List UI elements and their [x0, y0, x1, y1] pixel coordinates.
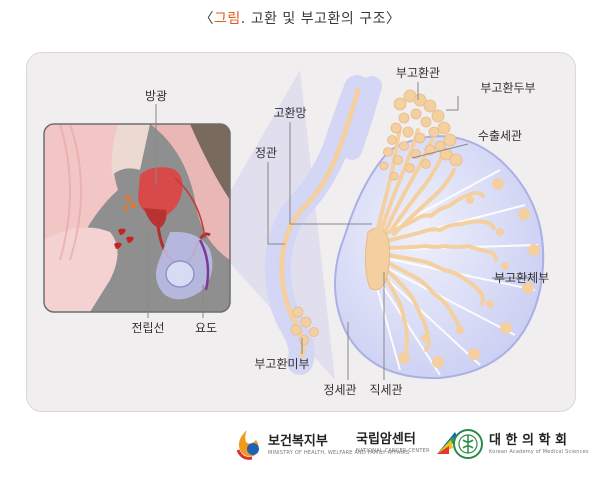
- org2-name: 국립암센터: [356, 431, 416, 447]
- mohw-logo-icon: [236, 430, 259, 460]
- label-epididymis-tail: 부고환미부: [254, 357, 309, 371]
- epididymis-tail: [290, 306, 319, 345]
- title-bracket-close: 〉: [385, 11, 401, 27]
- label-efferent-ducts: 수출세관: [478, 129, 522, 143]
- epididymis-head: [379, 89, 463, 181]
- seminiferous-tubules: [378, 190, 498, 352]
- title-bracket-open: 〈: [199, 11, 215, 27]
- label-bladder: 방광: [145, 89, 167, 103]
- label-rete-testis: 고환망: [273, 106, 306, 120]
- figure-title: 〈그림. 고환 및 부고환의 구조〉: [0, 8, 600, 28]
- label-vas-deferens: 정관: [255, 146, 277, 160]
- logo-ncc: 국립암센터 NATIONAL CANCER CENTER: [356, 428, 459, 458]
- label-prostate: 전립선: [131, 321, 164, 335]
- label-straight-tubule: 직세관: [369, 383, 402, 397]
- pelvis-inset: [44, 124, 230, 312]
- label-urethra: 요도: [195, 321, 217, 335]
- kams-emblem-icon: [453, 429, 483, 459]
- logo-kams: 대 한 의 학 회 Korean Academy of Medical Scie…: [452, 428, 589, 460]
- prostate-shape: [144, 208, 167, 228]
- logo-mohw: 보건복지부 MINISTRY OF HEALTH, WELFARE AND FA…: [232, 428, 409, 462]
- title-highlight: 그림: [214, 11, 241, 27]
- label-epididymis-body: 부고환체부: [494, 271, 549, 285]
- org1-name: 보건복지부: [268, 433, 328, 449]
- inset-testis: [165, 260, 195, 288]
- zoom-cone: [205, 70, 335, 380]
- org3-name: 대 한 의 학 회: [489, 432, 567, 448]
- ncc-logo-icon: [436, 432, 457, 454]
- inset-frame: [43, 123, 231, 313]
- rete-testis: [364, 227, 391, 291]
- org3-sub: Korean Academy of Medical Sciences: [489, 448, 589, 455]
- bladder-shape: [138, 167, 183, 218]
- tubule-coils: [398, 178, 540, 368]
- label-epididymal-duct: 부고환관: [396, 66, 440, 80]
- footer-logos: 보건복지부 MINISTRY OF HEALTH, WELFARE AND FA…: [0, 420, 600, 476]
- leader-lines: [147, 82, 530, 380]
- org2-sub: NATIONAL CANCER CENTER: [356, 447, 430, 454]
- label-epididymis-head: 부고환두부: [480, 81, 535, 95]
- title-text: . 고환 및 부고환의 구조: [240, 11, 386, 27]
- label-seminiferous-tubule: 정세관: [323, 383, 356, 397]
- org1-sub: MINISTRY OF HEALTH, WELFARE AND FAMILY A…: [268, 449, 410, 456]
